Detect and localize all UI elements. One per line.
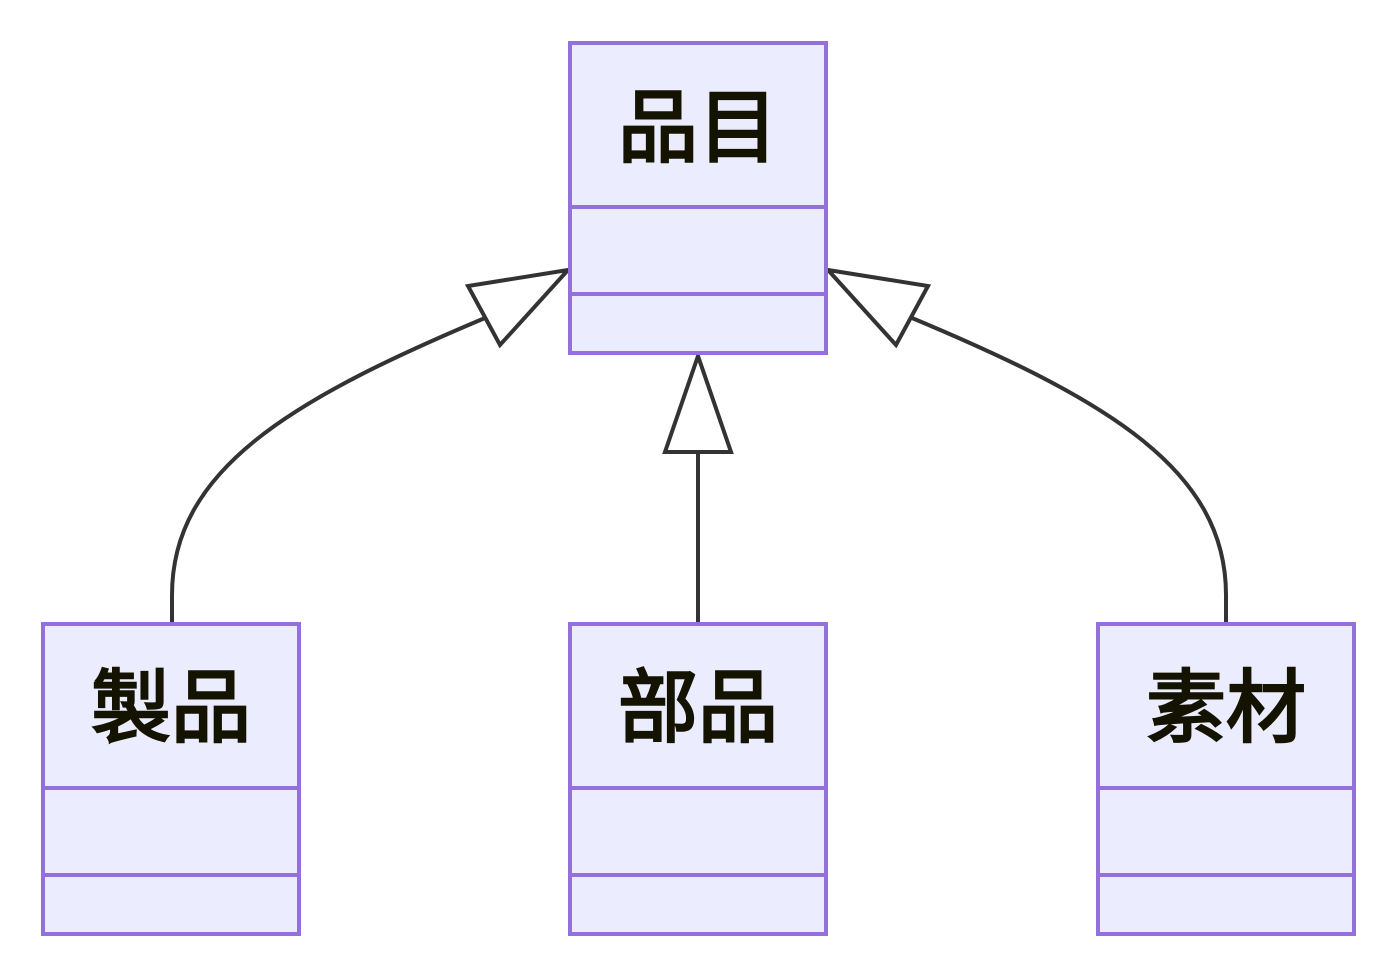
edge-material-to-item <box>911 316 1228 624</box>
inheritance-arrowhead-center <box>662 349 734 454</box>
class-title-parent: 品目 <box>618 82 778 175</box>
class-box-product[interactable]: 製品 <box>41 622 301 936</box>
class-title-material: 素材 <box>1146 662 1306 755</box>
inheritance-arrowhead-right <box>822 267 932 349</box>
class-title-product: 製品 <box>91 662 251 755</box>
class-box-part[interactable]: 部品 <box>568 622 828 936</box>
class-title-part: 部品 <box>618 662 778 755</box>
class-box-material[interactable]: 素材 <box>1096 622 1356 936</box>
inheritance-arrowhead-left <box>464 267 574 349</box>
class-box-parent[interactable]: 品目 <box>568 41 828 355</box>
edge-product-to-item <box>170 316 486 624</box>
